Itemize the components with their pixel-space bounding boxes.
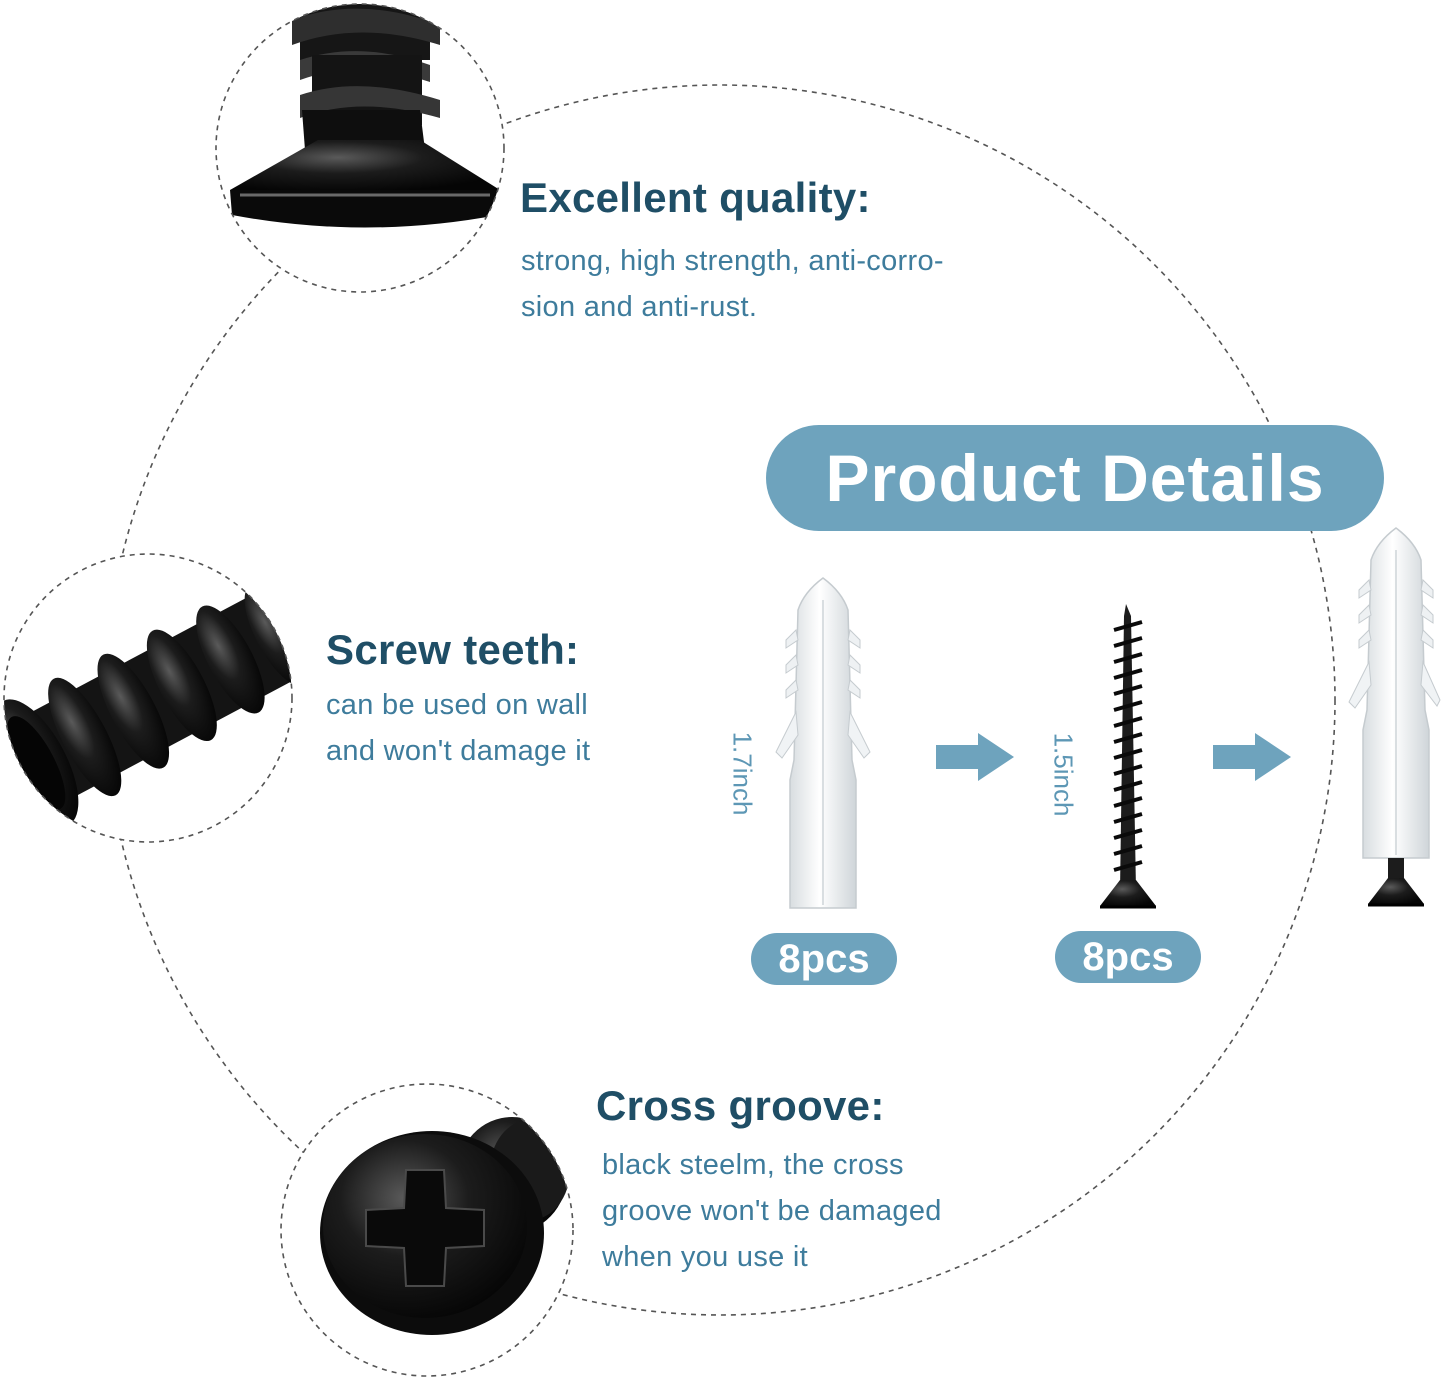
- teeth-title: Screw teeth:: [326, 626, 580, 673]
- quality-desc-line: strong, high strength, anti-corro-: [521, 245, 944, 277]
- black-screw-illustration: [1100, 604, 1156, 909]
- arrow-icon: [1213, 733, 1291, 781]
- quality-title: Excellent quality:: [520, 174, 871, 221]
- teeth-desc-line: and won't damage it: [326, 735, 591, 767]
- arrow-icon: [936, 733, 1014, 781]
- quality-desc-line: sion and anti-rust.: [521, 291, 758, 323]
- groove-title: Cross groove:: [596, 1082, 885, 1129]
- assembled-anchor-illustration: [1348, 527, 1441, 907]
- screw-size-label: 1.5inch: [1048, 732, 1079, 817]
- screw-count-badge: 8pcs: [1055, 931, 1201, 983]
- anchor-size-label: 1.7inch: [727, 731, 758, 816]
- wall-anchor-illustration: [775, 577, 871, 909]
- product-details-banner: Product Details: [766, 425, 1384, 531]
- banner-title: Product Details: [825, 441, 1325, 515]
- quality-detail-circle: [215, 3, 505, 293]
- groove-detail-circle: [280, 1083, 574, 1377]
- quality-description: strong, high strength, anti-corro- sion …: [521, 238, 944, 330]
- groove-desc-line: black steelm, the cross: [602, 1149, 904, 1181]
- groove-desc-line: groove won't be damaged: [602, 1195, 942, 1227]
- groove-desc-line: when you use it: [602, 1241, 809, 1273]
- teeth-description: can be used on wall and won't damage it: [326, 682, 590, 774]
- teeth-detail-circle: [3, 553, 293, 843]
- groove-description: black steelm, the cross groove won't be …: [602, 1142, 942, 1280]
- screw-count-label: 8pcs: [1082, 935, 1174, 979]
- anchor-count-label: 8pcs: [778, 937, 870, 981]
- teeth-desc-line: can be used on wall: [326, 689, 589, 721]
- anchor-count-badge: 8pcs: [751, 933, 897, 985]
